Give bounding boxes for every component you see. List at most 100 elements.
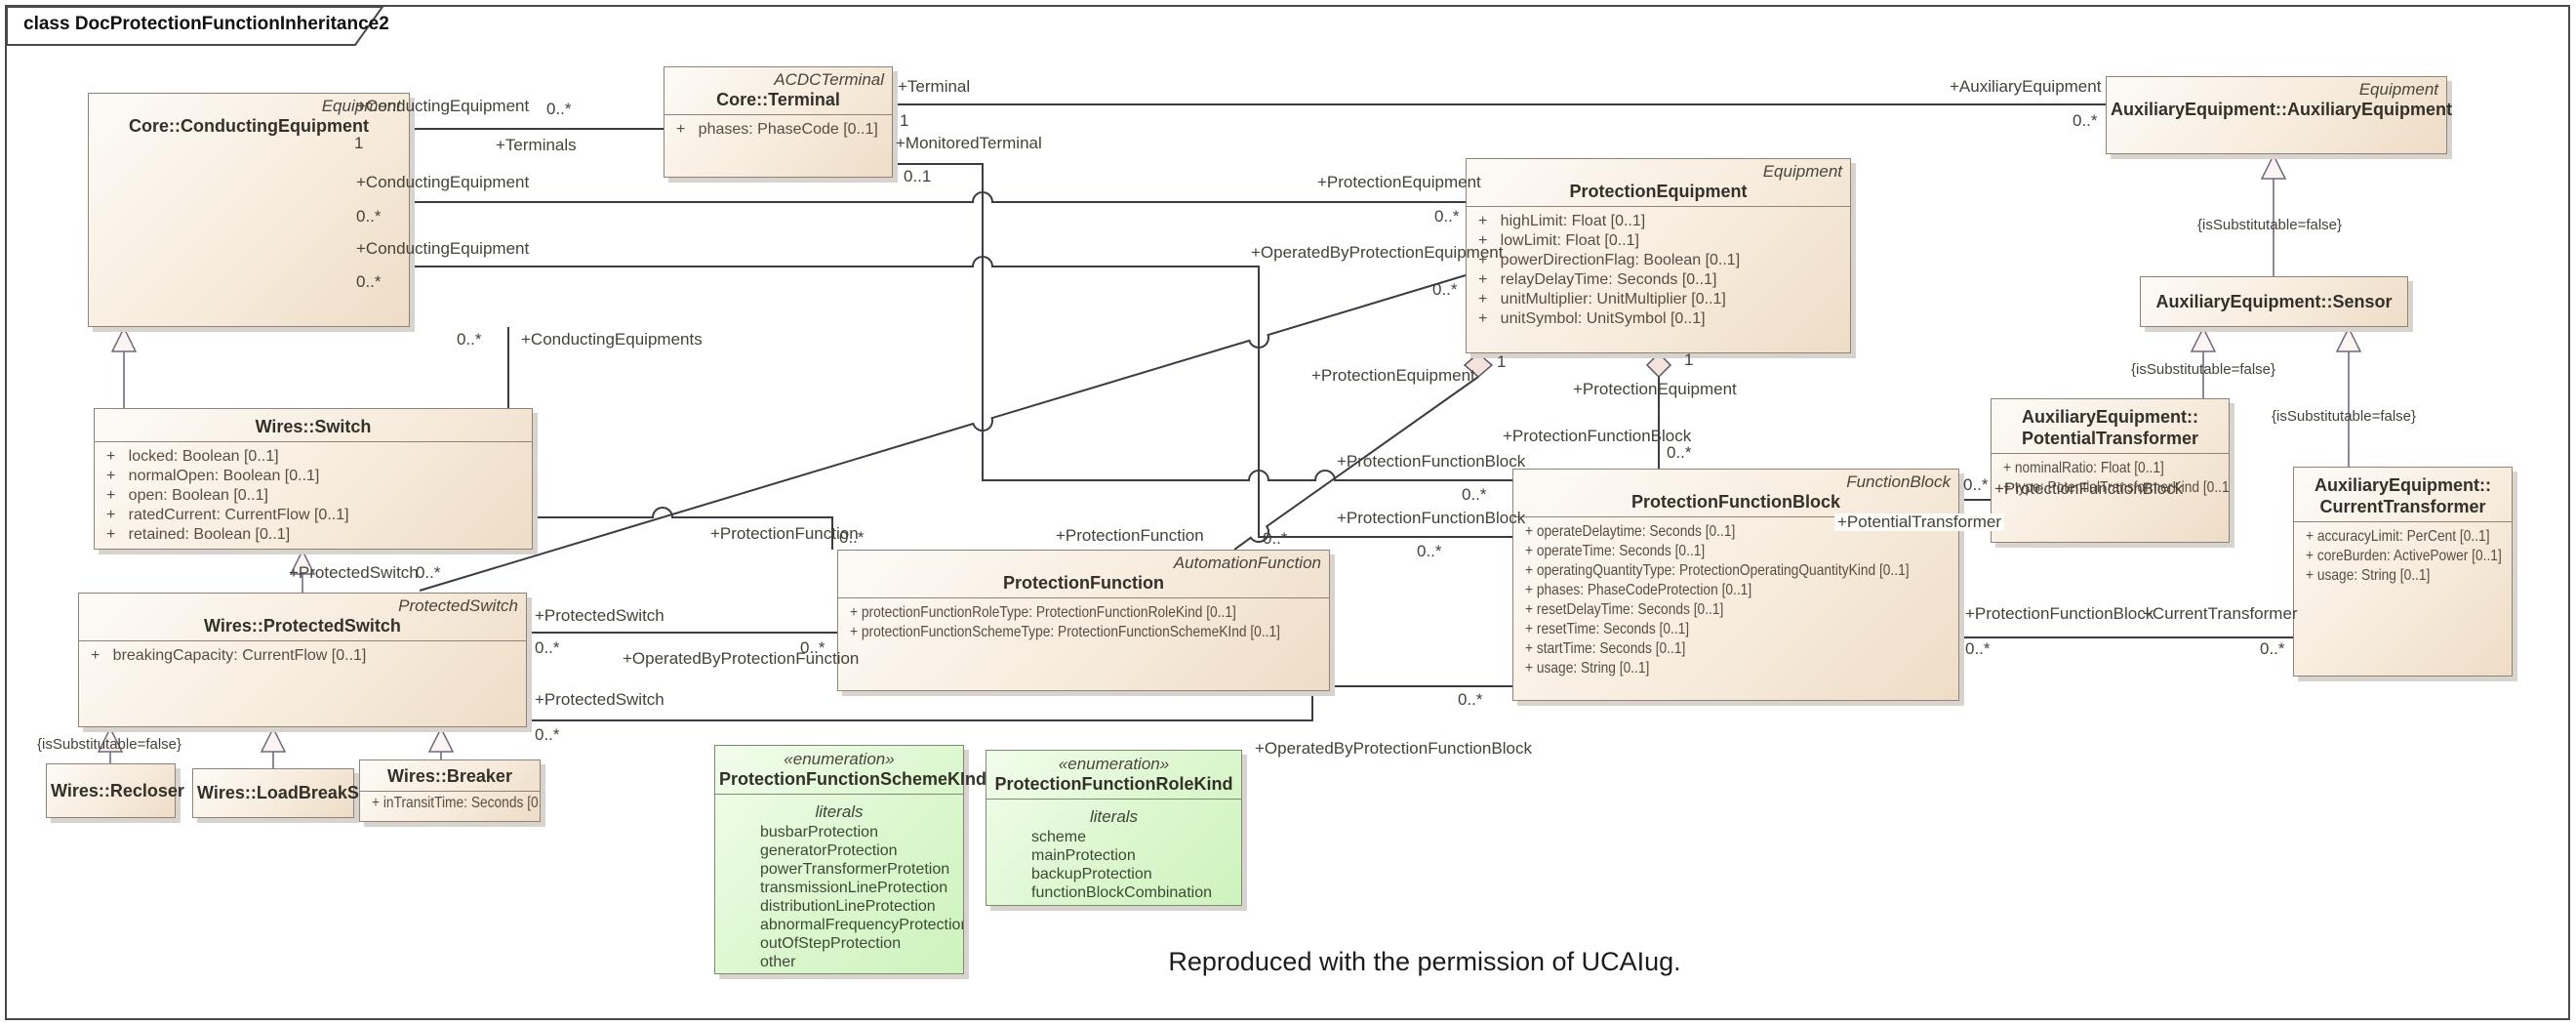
role-label: +MonitoredTerminal — [896, 134, 1042, 152]
class-title: Wires::LoadBreakSwitch — [197, 783, 404, 802]
literals-header: literals — [1089, 807, 1139, 826]
aggregation-diamond-icon — [1463, 352, 1494, 378]
attribute-row: + phases: PhaseCode [0..1] — [676, 121, 878, 138]
generalization-arrow-icon — [97, 726, 124, 753]
aggr-protectionequipment-protectionfunction-line[interactable] — [1233, 376, 1479, 551]
attribute-compartment: + operateDelaytime: Seconds [0..1]+ oper… — [1513, 516, 1958, 700]
literal-list: scheme mainProtection backupProtection func… — [986, 828, 1241, 902]
class-protectionequipment[interactable]: Equipment ProtectionEquipment + highLimi… — [1466, 158, 1851, 353]
multiplicity-label: 0..* — [356, 207, 382, 226]
assoc-operatedbyprotectionequipment-line[interactable] — [419, 274, 1467, 592]
attribute-compartment: + nominalRatio: Float [0..1]+ type: Pote… — [1992, 453, 2229, 542]
class-sensor[interactable]: AuxiliaryEquipment::Sensor — [2140, 276, 2408, 327]
class-title: ProtectionFunction — [1003, 573, 1164, 593]
stereotype-label: Equipment — [2358, 80, 2438, 99]
class-protectionfunction[interactable]: AutomationFunction ProtectionFunction + … — [837, 550, 1330, 691]
role-label: +ProtectedSwitch — [535, 606, 664, 625]
role-label: +ProtectionEquipment — [1317, 173, 1481, 191]
attribute-row: + normalOpen: Boolean [0..1] — [106, 468, 320, 484]
multiplicity-label: 0..* — [356, 272, 382, 291]
class-title: AuxiliaryEquipment::AuxiliaryEquipment — [2111, 100, 2453, 119]
multiplicity-label: 0..* — [1965, 639, 1991, 658]
stereotype-label: AutomationFunction — [1173, 554, 1321, 572]
assoc-conductingequipment-pfb-line[interactable] — [410, 256, 1512, 538]
class-wires-breaker[interactable]: Wires::Breaker + inTransitTime: Seconds … — [359, 759, 541, 822]
class-auxiliaryequipment[interactable]: Equipment AuxiliaryEquipment::AuxiliaryE… — [2106, 76, 2453, 154]
multiplicity-label: 0..* — [2260, 639, 2285, 658]
multiplicity-label: 1 — [1497, 352, 1507, 371]
multiplicity-label: 1 — [900, 111, 909, 130]
multiplicity-label: 0..* — [1458, 690, 1483, 709]
role-label: +ProtectionEquipment — [1311, 366, 1475, 385]
attribute-row: + nominalRatio: Float [0..1] — [2003, 460, 2164, 476]
generalization-arrow-icon — [2190, 326, 2217, 352]
attribute-compartment: + inTransitTime: Seconds [0..1] — [360, 791, 540, 821]
role-label: +ConductingEquipment — [356, 97, 530, 115]
attribute-row: + usage: String [0..1] — [2306, 567, 2431, 584]
class-potentialtransformer[interactable]: AuxiliaryEquipment:: PotentialTransforme… — [1991, 398, 2230, 543]
attribute-row: transmissionLineProtection — [760, 880, 948, 896]
attribute-row: functionBlockCombination — [1031, 884, 1212, 901]
attribute-row: distributionLineProtection — [760, 898, 936, 915]
role-label: +ProtectionEquipment — [1573, 380, 1737, 398]
role-label: +ProtectionFunctionBlock — [1965, 604, 2154, 623]
attribute-row: + operatingQuantityType: ProtectionOpera… — [1525, 562, 1910, 579]
role-label: +OperatedByProtectionFunction — [623, 649, 860, 668]
role-label: +ProtectionFunctionBlock — [1503, 427, 1692, 445]
attribute-row: + unitMultiplier: UnitMultiplier [0..1] — [1478, 291, 1726, 308]
class-title: Wires::Recloser — [51, 780, 184, 800]
role-label: +ProtectionFunctionBlock — [1337, 509, 1526, 527]
class-wires-loadbreakswitch[interactable]: Wires::LoadBreakSwitch — [192, 768, 404, 818]
attribute-row: + locked: Boolean [0..1] — [106, 448, 279, 465]
stereotype-label: ACDCTerminal — [774, 70, 884, 89]
attribute-compartment: + breakingCapacity: CurrentFlow [0..1] — [79, 640, 526, 726]
class-title: Core::Terminal — [716, 90, 840, 109]
role-label: +CurrentTransformer — [2143, 604, 2298, 623]
class-wires-switch[interactable]: Wires::Switch + locked: Boolean [0..1]+ … — [94, 408, 533, 550]
enum-protectionfunctionrolekind[interactable]: «enumeration» ProtectionFunctionRoleKind… — [986, 750, 1242, 906]
attribute-row: generatorProtection — [760, 842, 898, 859]
class-wires-recloser[interactable]: Wires::Recloser — [46, 763, 184, 818]
role-label: +ConductingEquipments — [521, 330, 703, 349]
role-label: +ProtectedSwitch — [535, 690, 664, 709]
generalization-arrow-icon — [110, 326, 138, 352]
attribute-row: mainProtection — [1031, 847, 1136, 864]
role-label: +AuxiliaryEquipment — [1950, 77, 2102, 96]
attribute-compartment: + phases: PhaseCode [0..1] — [664, 114, 892, 177]
attribute-row: scheme — [1031, 829, 1087, 845]
multiplicity-label: 0..* — [1963, 475, 1989, 494]
class-protectionfunctionblock[interactable]: FunctionBlock ProtectionFunctionBlock + … — [1512, 469, 1959, 701]
class-wires-protectedswitch[interactable]: ProtectedSwitch Wires::ProtectedSwitch +… — [78, 593, 527, 727]
attribute-row: + phases: PhaseCodeProtection [0..1] — [1525, 582, 1752, 598]
assoc-conductingequipments-protectionfunction-line[interactable] — [507, 327, 833, 550]
diagram-frame-tab — [6, 6, 384, 46]
role-label: +ConductingEquipment — [356, 173, 530, 191]
multiplicity-label: 0..* — [2073, 111, 2098, 130]
attribute-row: + protectionFunctionRoleType: Protection… — [850, 604, 1236, 621]
assoc-operatedbyprotectionfunctionblock-line[interactable] — [527, 685, 1512, 721]
constraint-label: {isSubstitutable=false} — [2272, 408, 2417, 425]
class-core-conductingequipment[interactable]: Equipment Core::ConductingEquipment — [88, 93, 410, 327]
attribute-row: + unitSymbol: UnitSymbol [0..1] — [1478, 310, 1706, 327]
attribute-row: + open: Boolean [0..1] — [106, 487, 268, 504]
role-label: +OperatedByProtectionFunctionBlock — [1255, 739, 1532, 758]
role-label: +PotentialTransformer — [1834, 513, 2005, 531]
constraint-label: {isSubstitutable=false} — [2131, 361, 2276, 378]
class-currenttransformer[interactable]: AuxiliaryEquipment:: CurrentTransformer … — [2293, 467, 2513, 677]
attribute-row: + retained: Boolean [0..1] — [106, 526, 291, 543]
class-core-terminal[interactable]: ACDCTerminal Core::Terminal + phases: Ph… — [664, 66, 893, 178]
assoc-conductingequipment-protectionequipment-line[interactable] — [410, 191, 1466, 203]
assoc-monitoredterminal-line[interactable] — [893, 163, 1512, 481]
stereotype-label: ProtectedSwitch — [398, 596, 518, 615]
class-title: ProtectionEquipment — [1569, 182, 1748, 201]
attribute-row: + usage: String [0..1] — [1525, 660, 1650, 677]
class-title: AuxiliaryEquipment:: — [2021, 407, 2199, 427]
enum-protectionfunctionschemekind[interactable]: «enumeration» ProtectionFunctionSchemeKI… — [714, 745, 986, 974]
attribute-row: + lowLimit: Float [0..1] — [1478, 232, 1639, 249]
attribute-row: abnormalFrequencyProtection — [760, 917, 963, 933]
attribute-row: + resetTime: Seconds [0..1] — [1525, 621, 1690, 637]
attribute-row: backupProtection — [1031, 866, 1152, 882]
literals-header: literals — [815, 802, 864, 821]
